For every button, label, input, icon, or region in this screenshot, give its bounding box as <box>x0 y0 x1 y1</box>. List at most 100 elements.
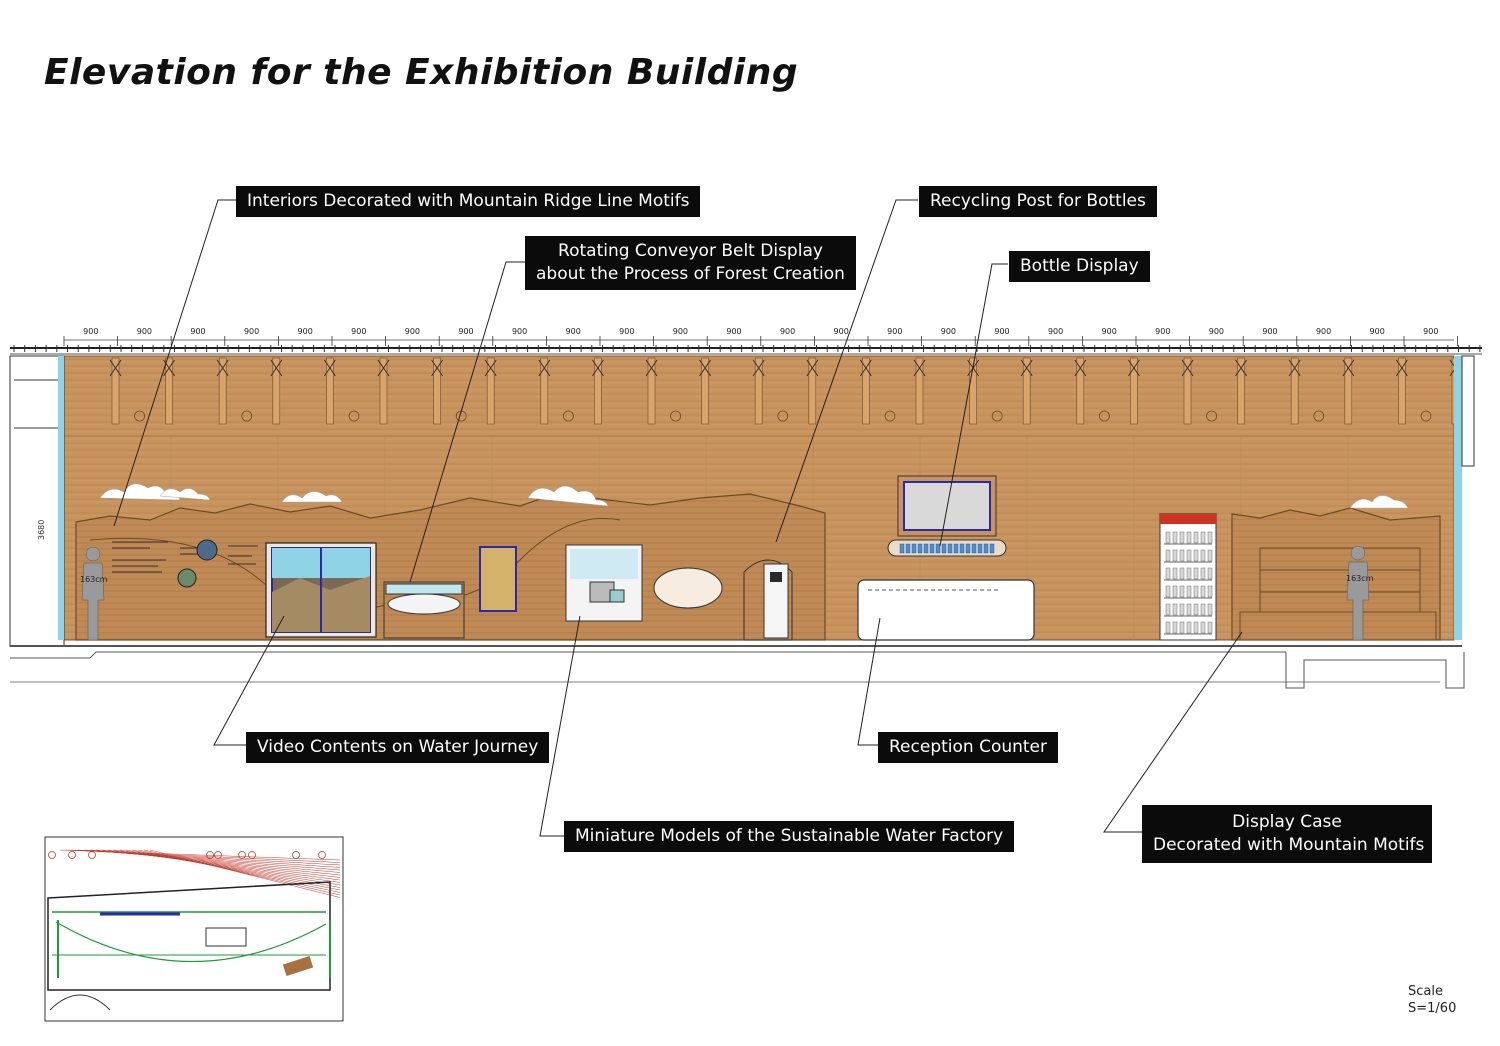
callout-display-case: Display Case Decorated with Mountain Mot… <box>1142 805 1432 863</box>
figure-height-label: 163cm <box>1346 574 1374 583</box>
wall-column <box>969 357 977 425</box>
vent-circle <box>777 410 789 422</box>
bottle <box>935 543 941 554</box>
bottle-row <box>899 543 995 554</box>
page-title: Elevation for the Exhibition Building <box>44 52 799 93</box>
plan-ray <box>125 849 341 888</box>
dimension-labels: 900 900 900 900 900 900 900 900 900 900 900 900 900 9… <box>83 327 1438 336</box>
fridge-bottle <box>1207 567 1213 580</box>
floor-section <box>10 645 1465 689</box>
wall-column <box>1290 357 1299 425</box>
key-plan <box>44 836 344 1022</box>
fridge-bottle <box>1193 549 1199 562</box>
framed-panel <box>479 546 517 612</box>
bottle <box>917 543 923 554</box>
wall-column <box>862 357 870 425</box>
dimension-label: 900 <box>137 327 152 336</box>
fridge-bottle <box>1186 567 1192 580</box>
callout-bottle-display: Bottle Display <box>1009 251 1150 282</box>
dimension-label: 900 <box>458 327 473 336</box>
fridge-bottle <box>1207 549 1213 562</box>
plan-ray <box>119 849 341 886</box>
fridge-bottle <box>1165 549 1171 562</box>
plan-rays <box>48 849 341 898</box>
bottle <box>953 543 959 554</box>
wall-column <box>915 357 924 425</box>
fridge-bottle <box>1193 531 1199 544</box>
dimension-label: 900 <box>351 327 366 336</box>
vent-circle <box>670 410 681 422</box>
plan-ray <box>149 849 341 898</box>
dimension-label: 900 <box>190 327 205 336</box>
fridge-bottle <box>1193 567 1199 580</box>
wall-column <box>540 357 549 425</box>
dimension-label: 900 <box>994 327 1009 336</box>
column-brace <box>163 359 176 377</box>
plan-ray <box>143 849 341 896</box>
dimension-label: 900 <box>887 327 902 336</box>
column-brace <box>484 359 497 377</box>
bottle <box>941 543 947 554</box>
grid-marker <box>48 851 56 859</box>
bottle <box>983 543 989 554</box>
column-brace <box>1074 359 1087 377</box>
dimension-label: 900 <box>673 327 688 336</box>
fridge-bottle <box>1179 585 1185 598</box>
fridge-bottle <box>1186 621 1192 634</box>
wall-column <box>486 357 495 425</box>
callout-conveyor-belt: Rotating Conveyor Belt Display about the… <box>525 236 856 290</box>
wall-column <box>433 357 441 425</box>
column-brace <box>1395 359 1408 377</box>
column-brace <box>431 359 444 377</box>
fridge-bottle <box>1200 603 1206 616</box>
wall-column <box>701 357 709 425</box>
cloud-icon <box>1349 495 1409 509</box>
dimension-label: 900 <box>1316 327 1331 336</box>
callout-recycling-post: Recycling Post for Bottles <box>919 186 1157 217</box>
globe-icon <box>177 568 197 588</box>
dimension-label: 900 <box>780 327 795 336</box>
fridge-bottle <box>1193 621 1199 634</box>
person-silhouette-icon <box>81 546 105 641</box>
bottle-fridge <box>1159 513 1217 641</box>
fridge-shelves <box>1164 531 1213 635</box>
fridge-bottle <box>1186 603 1192 616</box>
bottle <box>911 543 917 554</box>
fridge-bottle <box>1172 621 1178 634</box>
bottle <box>977 543 983 554</box>
display-case <box>1239 547 1437 641</box>
fridge-bottle <box>1200 585 1206 598</box>
right-entrance <box>1454 355 1475 640</box>
dimension-label: 900 <box>726 327 741 336</box>
dimension-label: 900 <box>1370 327 1385 336</box>
dimension-label: 900 <box>619 327 634 336</box>
vent-circle <box>884 410 896 422</box>
wall-column <box>1237 357 1245 425</box>
fridge-bottle <box>1179 567 1185 580</box>
dimension-label: 900 <box>941 327 956 336</box>
water-cycle-diagram <box>653 567 723 609</box>
fridge-bottle <box>1165 603 1171 616</box>
fridge-bottle <box>1186 531 1192 544</box>
dimension-label: 900 <box>244 327 259 336</box>
dimension-label: 900 <box>1155 327 1170 336</box>
grid-marker <box>68 851 76 859</box>
fridge-bottle <box>1172 585 1178 598</box>
callout-reception-counter: Reception Counter <box>878 732 1059 763</box>
bottle <box>923 543 929 554</box>
grid-marker <box>248 851 256 859</box>
wall-column <box>1022 357 1031 425</box>
wall-column <box>647 357 656 425</box>
fridge-bottle <box>1193 585 1199 598</box>
fridge-bottle <box>1193 603 1199 616</box>
video-screen <box>265 542 377 638</box>
fridge-bottle <box>1172 549 1178 562</box>
roof-structure: 900 900 900 900 900 900 900 900 900 900 900 900 900 9… <box>10 327 1482 355</box>
dimension-label: 900 <box>405 327 420 336</box>
column-brace <box>1288 359 1301 377</box>
dimension-label: 900 <box>298 327 313 336</box>
wall-column <box>1398 357 1406 425</box>
globe-icon <box>196 539 218 561</box>
wall-column <box>594 357 602 425</box>
dimension-label: 900 <box>1209 327 1224 336</box>
